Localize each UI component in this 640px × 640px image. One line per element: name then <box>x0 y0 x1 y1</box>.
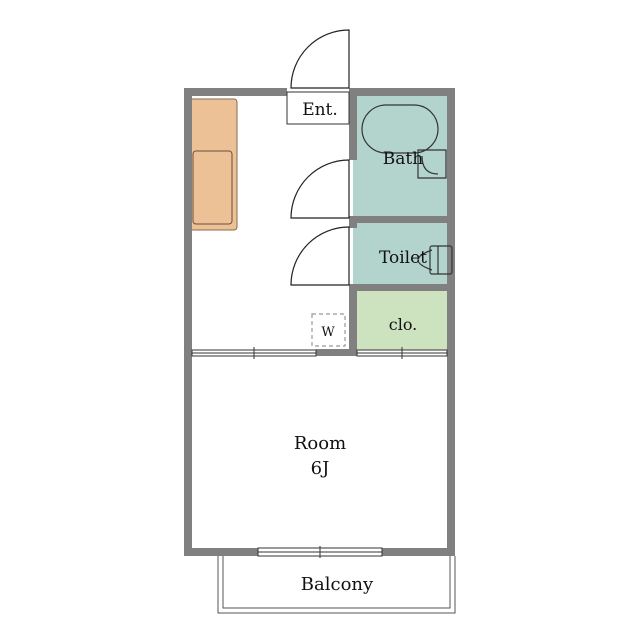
bath-area <box>353 92 451 219</box>
room-size-label: 6J <box>311 458 330 479</box>
room-name-label: Room <box>294 433 346 454</box>
balcony-label: Balcony <box>301 574 374 595</box>
bath-door <box>290 159 350 219</box>
bath-label: Bath <box>383 149 423 169</box>
balcony-railing <box>217 556 456 614</box>
kitchen-sink <box>192 150 233 225</box>
balcony-window <box>257 546 383 558</box>
toilet-area <box>353 223 451 286</box>
entrance-label: Ent. <box>302 100 338 120</box>
sliding-door-kitchen <box>191 347 317 359</box>
interior-walls <box>316 92 451 356</box>
toilet-door <box>290 226 350 286</box>
bathtub-icon <box>361 104 447 179</box>
closet-area <box>353 290 451 352</box>
washer-space <box>311 313 346 347</box>
entrance-step <box>286 91 350 125</box>
toilet-label: Toilet <box>379 248 427 268</box>
closet-label: clo. <box>389 315 418 334</box>
sliding-door-closet <box>356 347 448 359</box>
outer-walls <box>184 88 455 556</box>
entrance-door <box>290 29 350 89</box>
washer-label: W <box>321 325 335 340</box>
toilet-icon <box>417 245 453 275</box>
